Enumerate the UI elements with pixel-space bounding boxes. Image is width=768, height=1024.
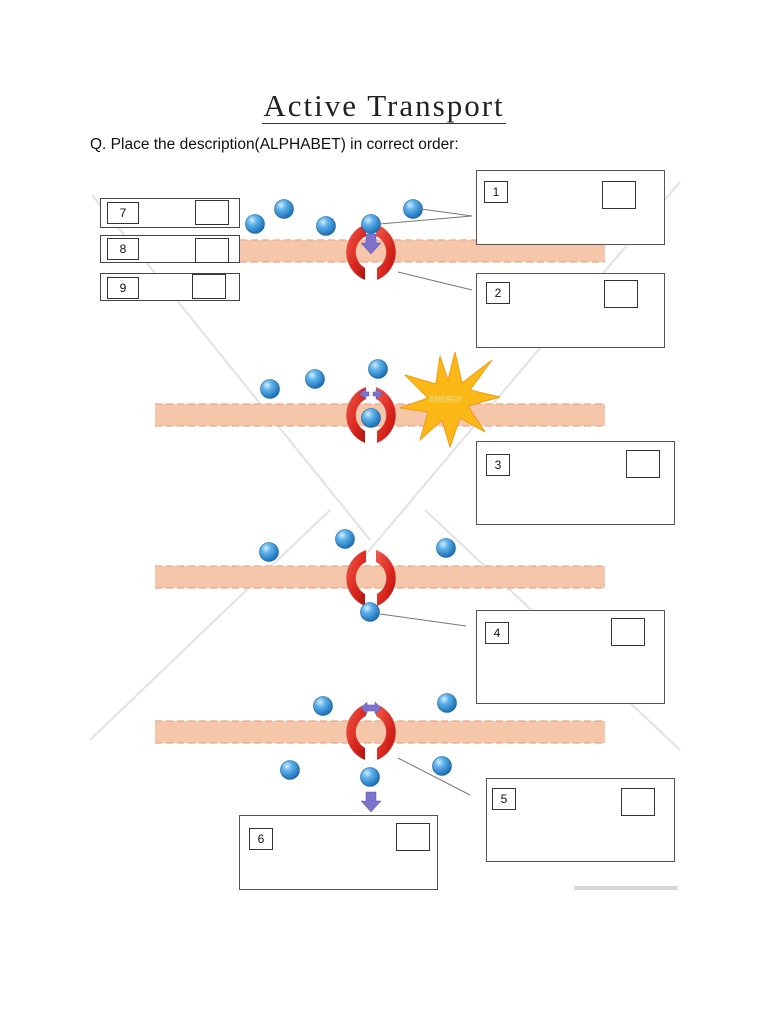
box-number-3: 3: [486, 454, 510, 476]
answer-input-6[interactable]: [396, 823, 430, 851]
answer-input-7[interactable]: [195, 200, 229, 225]
answer-input-2[interactable]: [604, 280, 638, 308]
box-number-4: 4: [485, 622, 509, 644]
leader-lines: [379, 208, 473, 796]
energy-label: ENERGY: [429, 395, 463, 404]
page-title: Active Transport: [262, 88, 506, 124]
box-number-6: 6: [249, 828, 273, 850]
membranes: [155, 239, 605, 744]
energy-burst: ENERGY: [399, 351, 501, 449]
answer-input-9[interactable]: [192, 274, 226, 299]
answer-input-8[interactable]: [195, 238, 229, 263]
box-number-5: 5: [492, 788, 516, 810]
question-text: Q. Place the description(ALPHABET) in co…: [90, 136, 459, 153]
molecules: [245, 199, 457, 787]
answer-input-5[interactable]: [621, 788, 655, 816]
scan-artifact: [574, 886, 678, 890]
answer-input-1[interactable]: [602, 181, 636, 209]
answer-input-3[interactable]: [626, 450, 660, 478]
carrier-proteins: [346, 224, 396, 760]
direction-arrows: [358, 233, 384, 813]
box-number-2: 2: [486, 282, 510, 304]
box-number-8: 8: [107, 238, 139, 260]
box-number-1: 1: [484, 181, 508, 203]
box-number-9: 9: [107, 277, 139, 299]
answer-input-4[interactable]: [611, 618, 645, 646]
box-number-7: 7: [107, 202, 139, 224]
